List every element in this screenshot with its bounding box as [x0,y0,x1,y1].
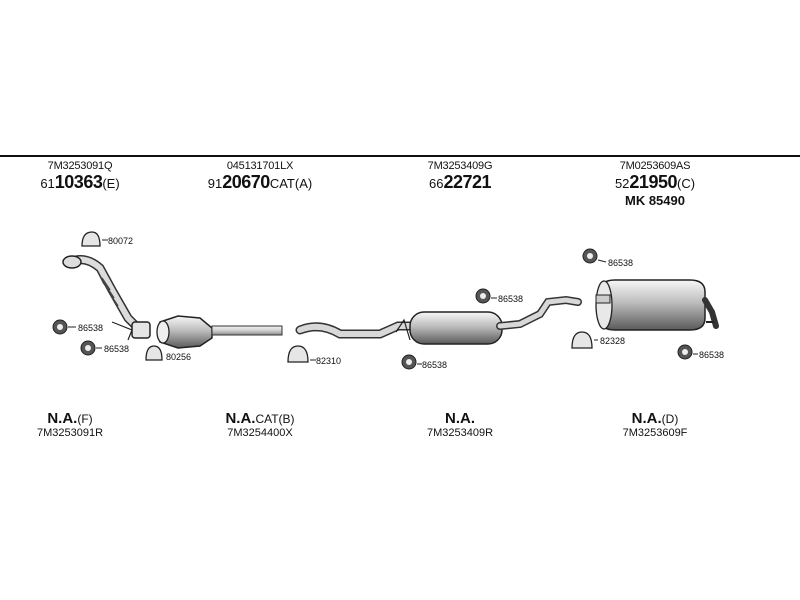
group-2-ref-number: 7M3254400X [227,427,293,439]
group-4-na-label: N.A.(D) [631,410,679,427]
label-82310: 82310 [316,356,341,366]
hanger-86538-f: 86538 [677,344,724,360]
label-86538-d: 86538 [498,294,523,304]
label-86538-f: 86538 [699,350,724,360]
clamp-80072: 80072 [81,231,133,247]
group-2-na-label: N.A.CAT(B) [225,410,295,427]
group-2-footer: N.A.CAT(B) 7M3254400X [195,410,325,439]
hanger-86538-c: 86538 [401,354,447,370]
hanger-86538-d: 86538 [475,288,523,304]
group-3-oem-number: 7M3253409G [427,160,493,172]
group-3-header: 7M3253409G 6622721 [385,160,535,193]
label-80256: 80256 [166,352,191,362]
group-2-part-number: 9120670CAT(A) [207,172,313,192]
group-1-oem-number: 7M3253091Q [47,160,113,172]
group-4-oem-number: 7M0253609AS [619,160,691,172]
header-divider-line [0,155,800,157]
clamp-82328: 82328 [571,331,625,349]
hanger-86538-a: 86538 [52,319,103,335]
rear-silencer [595,279,719,331]
hanger-86538-b: 86538 [80,340,129,356]
group-2-header: 045131701LX 9120670CAT(A) [175,160,345,193]
label-82328: 82328 [600,336,625,346]
label-86538-c: 86538 [422,360,447,370]
group-1-header: 7M3253091Q 6110363(E) [5,160,155,193]
group-2-oem-number: 045131701LX [226,160,294,172]
label-86538-e: 86538 [608,258,633,268]
group-3-ref-number: 7M3253409R [426,427,494,439]
group-1-part-number: 6110363(E) [40,172,120,192]
label-86538-b: 86538 [104,344,129,354]
group-3-na-label: N.A. [445,410,475,427]
label-80072: 80072 [108,236,133,246]
hanger-86538-e: 86538 [582,248,633,268]
group-4-ref-number: 7M3253609F [622,427,688,439]
center-silencer-assembly [295,295,582,345]
group-1-ref-number: 7M3253091R [36,427,104,439]
group-4-mounting-kit: MK 85490 [625,193,685,208]
group-3-footer: N.A. 7M3253409R [395,410,525,439]
group-4-footer: N.A.(D) 7M3253609F [590,410,720,439]
group-4-part-number: 5221950(C) [614,172,696,192]
clamp-82310: 82310 [287,345,341,366]
group-4-header: 7M0253609AS 5221950(C) MK 85490 [580,160,730,208]
group-1-footer: N.A.(F) 7M3253091R [10,410,130,439]
catalytic-converter [156,315,283,349]
front-pipe [62,255,151,341]
label-86538-a: 86538 [78,323,103,333]
group-3-part-number: 6622721 [428,172,492,192]
group-1-na-label: N.A.(F) [47,410,93,427]
clamp-80256: 80256 [145,345,191,362]
